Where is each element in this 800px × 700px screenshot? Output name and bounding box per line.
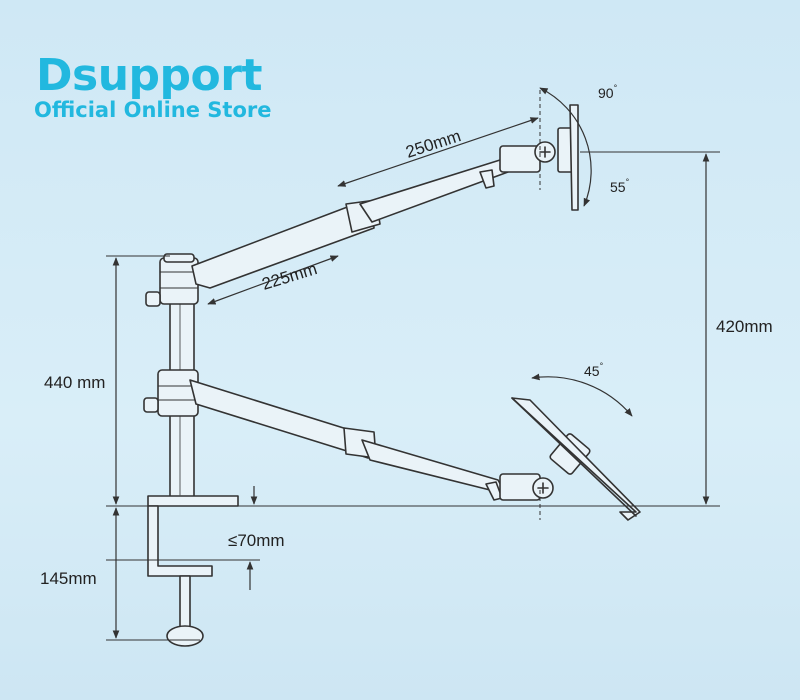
lower-collar	[157, 369, 199, 417]
vertical-travel-label: 420mm	[716, 317, 773, 336]
lower-arm-dimension-line	[207, 255, 339, 305]
brand-tagline: Official Online Store	[34, 98, 272, 122]
pole-height-label: 440 mm	[44, 373, 105, 392]
laptop-tilt-label: 45°	[584, 361, 604, 379]
upper-arm-outer	[359, 159, 509, 223]
clamp-depth-label: 145mm	[40, 569, 97, 588]
upper-tension-knob	[145, 291, 161, 307]
upper-arm-dimension-line	[337, 117, 539, 187]
monitor-tilt-down-label: 55°	[610, 177, 630, 195]
upper-collar	[159, 253, 199, 305]
upper-arm-length-label: 250mm	[403, 126, 463, 162]
monitor-tilt-up-label: 90°	[598, 83, 618, 101]
monitor-tilt-arc	[539, 87, 592, 207]
lower-tension-knob	[143, 397, 159, 413]
clamp-opening-label: ≤70mm	[228, 531, 285, 550]
brand-name: Dsupport	[36, 50, 263, 101]
monitor-head	[499, 104, 579, 211]
laptop-tray-head	[499, 397, 641, 521]
lower-arm-outer	[361, 439, 507, 495]
desk-clamp	[147, 495, 239, 647]
laptop-tilt-arc	[531, 373, 633, 417]
